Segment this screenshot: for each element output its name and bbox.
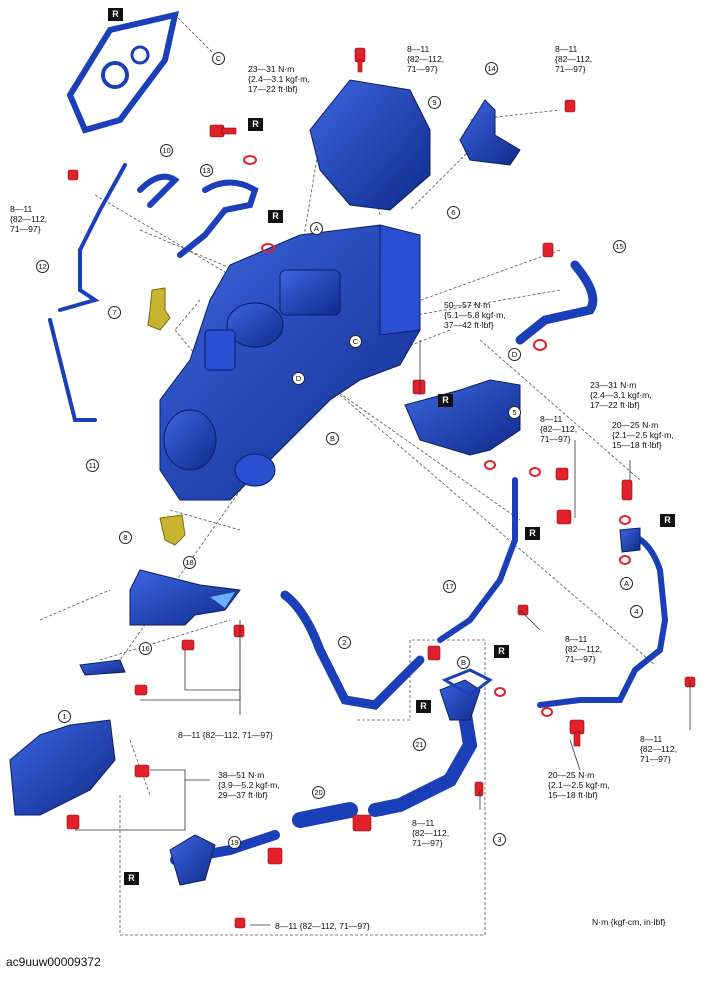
torque-spec: 50—57 N·m {5.1—5.8 kgf·m, 37—42 ft·lbf} (444, 300, 506, 330)
callout-21: 21 (413, 738, 426, 751)
bracket-4 (619, 527, 641, 553)
callout-13: 13 (200, 164, 213, 177)
callout-6: 6 (447, 206, 460, 219)
torque-spec: 8—11 {82—112, 71—97} (555, 44, 593, 74)
replace-mark: R (416, 700, 431, 713)
replace-mark: R (438, 394, 453, 407)
replace-mark: R (525, 527, 540, 540)
torque-spec: 23—31 N·m {2.4—3.1 kgf·m, 17—22 ft·lbf} (248, 64, 310, 94)
replace-mark: R (108, 8, 123, 21)
gasket-top (66, 11, 179, 134)
connection-a: A (310, 222, 323, 235)
callout-19: 19 (228, 836, 241, 849)
torque-spec: 8—11 {82—112, 71—97} (178, 730, 273, 740)
connection-d: D (508, 348, 521, 361)
figure-id: ac9uuw00009372 (6, 955, 101, 969)
callout-17: 17 (443, 580, 456, 593)
callout-16: 16 (139, 642, 152, 655)
callout-9: 9 (428, 96, 441, 109)
connection-b: B (457, 656, 470, 669)
connection-c: C (349, 335, 362, 348)
pipes (48, 163, 669, 865)
bracket-16 (79, 659, 126, 676)
units-note: N·m {kgf-cm, in·lbf} (592, 917, 666, 927)
replace-mark: R (660, 514, 675, 527)
callout-7: 7 (108, 306, 121, 319)
callout-14: 14 (485, 62, 498, 75)
torque-spec: 38—51 N·m {3.9—5.2 kgf·m, 29—37 ft·lbf} (218, 770, 280, 800)
callout-5: 5 (508, 406, 521, 419)
connection-d: D (292, 372, 305, 385)
torque-spec: 8—11 {82—112, 71—97} (565, 634, 603, 664)
torque-spec: 20—25 N·m {2.1—2.5 kgf·m, 15—18 ft·lbf} (612, 420, 674, 450)
bracket-18-highlight (210, 592, 235, 608)
torque-spec: 8—11 {82—112, 71—97} (640, 734, 678, 764)
callout-2: 2 (338, 636, 351, 649)
callout-4: 4 (630, 605, 643, 618)
gasket-b (441, 668, 493, 697)
replace-mark: R (124, 872, 139, 885)
callout-18: 18 (183, 556, 196, 569)
connection-a: A (620, 577, 633, 590)
replace-mark: R (494, 645, 509, 658)
callout-20: 20 (312, 786, 325, 799)
torque-spec: 8—11 {82—112, 71—97} (540, 414, 578, 444)
torque-leaders (75, 340, 691, 926)
heat-shield-9 (309, 79, 431, 211)
torque-spec: 20—25 N·m {2.1—2.5 kgf·m, 15—18 ft·lbf} (548, 770, 610, 800)
bracket-1 (9, 719, 116, 816)
flange-19 (169, 834, 216, 886)
callout-11: 11 (86, 459, 99, 472)
o-rings (243, 155, 631, 717)
torque-spec: 8—11 {82—112, 71—97} (275, 921, 370, 931)
pipe-21 (439, 679, 481, 721)
connection-b: B (326, 432, 339, 445)
bracket-5 (404, 379, 521, 456)
callout-15: 15 (613, 240, 626, 253)
callout-10: 10 (160, 144, 173, 157)
callout-3: 3 (493, 833, 506, 846)
bracket-14 (459, 99, 521, 166)
replace-mark: R (268, 210, 283, 223)
yellow-parts (147, 287, 186, 546)
torque-spec: 8—11 {82—112, 71—97} (412, 818, 450, 848)
torque-spec: 23—31 N·m {2.4—3.1 kgf·m, 17—22 ft·lbf} (590, 380, 652, 410)
connection-c: C (212, 52, 225, 65)
torque-spec: 8—11 {82—112, 71—97} (10, 204, 48, 234)
turbocharger-body (159, 224, 421, 501)
red-bolts (66, 47, 696, 929)
callout-8: 8 (119, 531, 132, 544)
callout-12: 12 (36, 260, 49, 273)
bracket-18 (129, 569, 241, 626)
replace-mark: R (248, 118, 263, 131)
callout-1: 1 (58, 710, 71, 723)
torque-spec: 8—11 {82—112, 71—97} (407, 44, 445, 74)
